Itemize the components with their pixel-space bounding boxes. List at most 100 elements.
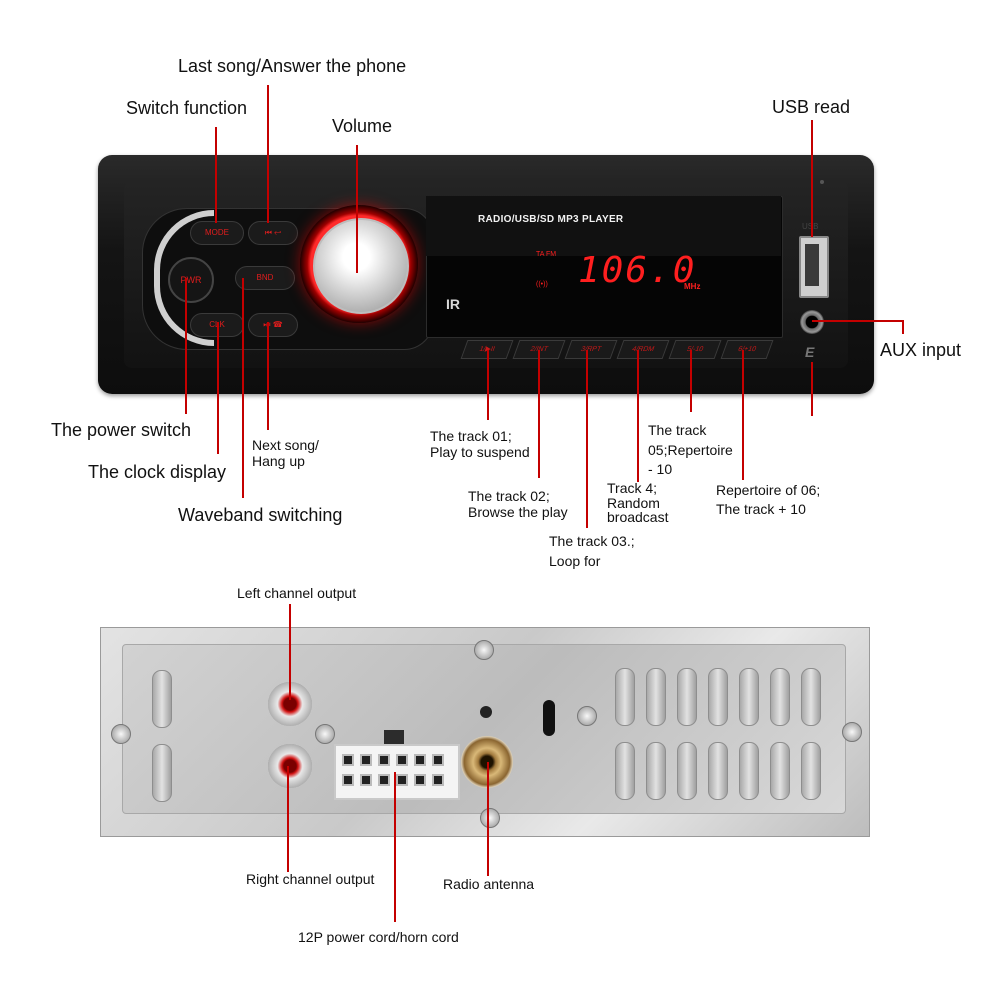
- vent-slot: [801, 742, 821, 800]
- leader-track4: [637, 350, 639, 482]
- label-track02: The track 02; Browse the play: [468, 488, 568, 521]
- display-header: [426, 196, 781, 256]
- screw-icon: [480, 808, 500, 828]
- signal-icon: ((•)): [536, 281, 548, 288]
- leader-aux-horizontal: [812, 320, 904, 322]
- connector-pin: [378, 754, 390, 766]
- label-track05: The track 05;Repertoire - 10: [648, 422, 733, 478]
- vent-slot: [801, 668, 821, 726]
- brand-logo: E: [805, 344, 815, 360]
- label-aux-input: AUX input: [880, 340, 962, 360]
- vent-slot: [152, 670, 172, 728]
- reset-hole: [820, 180, 824, 184]
- next-track-button[interactable]: ⏭ ☎: [248, 313, 298, 337]
- screw-icon: [315, 724, 335, 744]
- vent-slot: [708, 668, 728, 726]
- mount-slot: [543, 700, 555, 736]
- frequency-readout: 106.0: [578, 250, 697, 291]
- leader-waveband: [242, 278, 244, 498]
- frequency-unit: MHz: [684, 282, 701, 291]
- vent-slot: [646, 742, 666, 800]
- vent-slot: [677, 742, 697, 800]
- label-track03: The track 03.; Loop for: [549, 533, 635, 569]
- vent-slot: [646, 668, 666, 726]
- leader-power-switch: [185, 278, 187, 414]
- leader-track03: [586, 350, 588, 528]
- vent-slot: [677, 668, 697, 726]
- preset-button-5[interactable]: 5/-10: [668, 340, 722, 359]
- preset-button-3[interactable]: 3/RPT: [564, 340, 618, 359]
- screw-icon: [474, 640, 494, 660]
- leader-usb-read: [811, 120, 813, 237]
- leader-right-channel: [287, 766, 289, 872]
- vent-slot: [739, 742, 759, 800]
- leader-repertoire06: [742, 350, 744, 480]
- label-power-cord: 12P power cord/horn cord: [298, 929, 459, 945]
- connector-pin: [360, 754, 372, 766]
- aux-jack[interactable]: [800, 310, 824, 334]
- volume-knob[interactable]: [313, 218, 409, 314]
- leader-left-channel: [289, 604, 291, 700]
- label-left-channel: Left channel output: [237, 585, 357, 601]
- connector-pin: [342, 754, 354, 766]
- connector-pin: [414, 774, 426, 786]
- leader-track01: [487, 350, 489, 420]
- connector-pin: [414, 754, 426, 766]
- vent-slot: [739, 668, 759, 726]
- right-channel-rca-jack[interactable]: [268, 744, 312, 788]
- connector-clip: [384, 730, 404, 746]
- power-harness-connector[interactable]: [334, 744, 460, 800]
- leader-volume: [356, 145, 358, 273]
- usb-port-label: USB: [802, 222, 818, 231]
- band-indicator: TA FM: [536, 251, 557, 258]
- display-title: RADIO/USB/SD MP3 PLAYER: [478, 214, 624, 225]
- connector-pin: [378, 774, 390, 786]
- leader-antenna: [487, 762, 489, 876]
- leader-power-cord: [394, 772, 396, 922]
- label-last-song: Last song/Answer the phone: [178, 56, 407, 76]
- vent-slot: [615, 742, 635, 800]
- label-right-channel: Right channel output: [246, 871, 375, 887]
- label-next-song: Next song/ Hang up: [252, 437, 319, 470]
- label-switch-function: Switch function: [126, 98, 248, 118]
- leader-aux-vertical: [902, 320, 904, 334]
- label-volume: Volume: [332, 116, 393, 136]
- screw-icon: [111, 724, 131, 744]
- mode-button[interactable]: MODE: [190, 221, 244, 245]
- connector-pin: [360, 774, 372, 786]
- vent-slot: [615, 668, 635, 726]
- label-track01: The track 01; Play to suspend: [430, 428, 530, 461]
- leader-switch-function: [215, 127, 217, 223]
- vent-slot: [708, 742, 728, 800]
- connector-pin: [432, 754, 444, 766]
- prev-track-button[interactable]: ⏮ ↩: [248, 221, 298, 245]
- label-radio-antenna: Radio antenna: [443, 876, 535, 892]
- ir-receiver-mark: IR: [446, 296, 460, 312]
- leader-aux-lower: [811, 362, 813, 416]
- usb-port-slot: [805, 244, 819, 286]
- leader-track02: [538, 350, 540, 478]
- leader-last-song: [267, 85, 269, 223]
- leader-clock-display: [217, 322, 219, 454]
- rear-plate-recess: [122, 644, 846, 814]
- label-power-switch: The power switch: [51, 420, 192, 440]
- vent-slot: [770, 742, 790, 800]
- leader-track05: [690, 350, 692, 412]
- vent-slot: [152, 744, 172, 802]
- label-usb-read: USB read: [772, 97, 851, 117]
- label-track4: Track 4; Random broadcast: [607, 480, 669, 526]
- connector-pin: [432, 774, 444, 786]
- power-button[interactable]: PWR: [168, 257, 214, 303]
- leader-next-song: [267, 322, 269, 430]
- screw-icon: [842, 722, 862, 742]
- preset-button-4[interactable]: 4/RDM: [616, 340, 670, 359]
- mount-hole: [480, 706, 492, 718]
- label-repertoire06: Repertoire of 06; The track + 10: [716, 482, 821, 517]
- connector-pin: [396, 774, 408, 786]
- label-clock-display: The clock display: [88, 462, 227, 482]
- vent-slot: [770, 668, 790, 726]
- preset-button-6[interactable]: 6/+10: [720, 340, 774, 359]
- band-button[interactable]: BND: [235, 266, 295, 290]
- screw-icon: [577, 706, 597, 726]
